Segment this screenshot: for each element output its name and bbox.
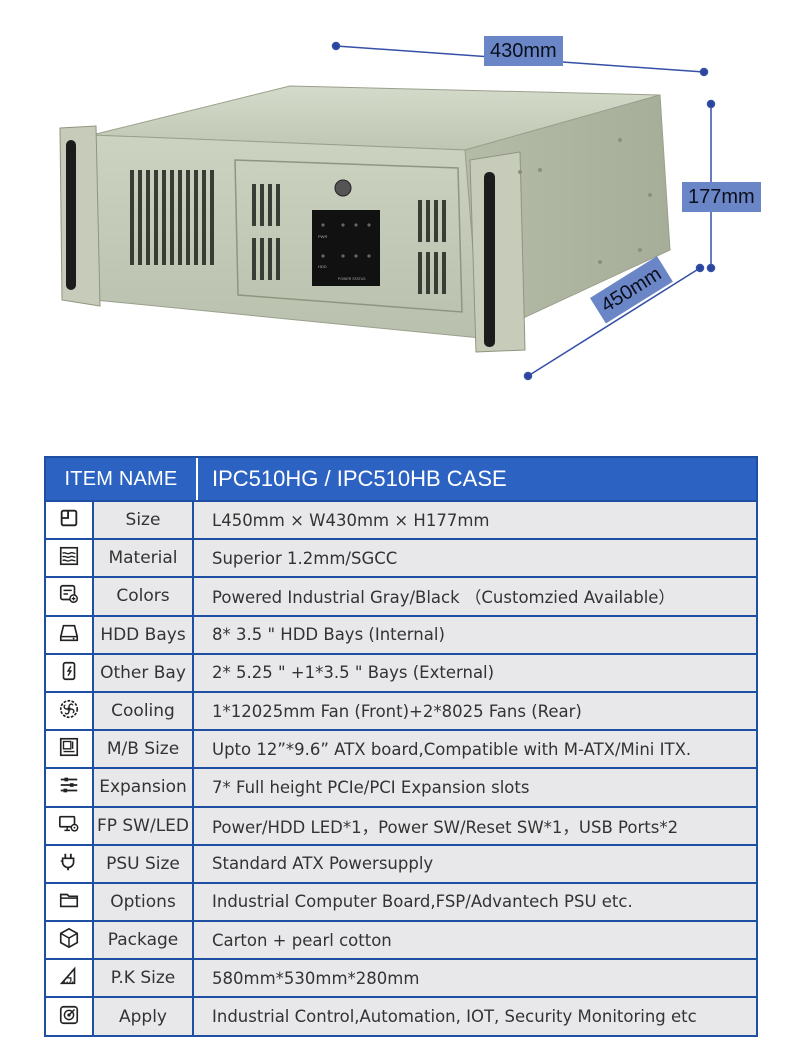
row-item-value: Industrial Computer Board,FSP/Advantech … [194,883,758,923]
row-item-name: Material [94,540,194,579]
sliders-icon [58,774,80,800]
row-item-value: Carton + pearl cotton [194,922,758,961]
key-lock-icon [334,179,352,197]
row-item-name: FP SW/LED [94,807,194,846]
product-image-area: PWR HDD POWER STATUS 430mm 177mm 450mm [0,0,800,420]
status-panel [312,210,380,286]
dimension-height-label: 177mm [682,182,761,212]
row-icon-cell [44,731,94,770]
row-item-name: P.K Size [94,960,194,999]
row-icon-cell [44,616,94,655]
row-item-name: PSU Size [94,845,194,884]
material-icon [58,545,80,571]
row-item-name: Options [94,883,194,923]
chassis-illustration: PWR HDD POWER STATUS [59,41,716,381]
row-item-name: M/B Size [94,731,194,770]
row-item-name: Size [94,502,194,541]
target-icon [58,1004,80,1030]
plug-icon [58,851,80,877]
row-icon-cell [44,998,94,1037]
row-item-name: HDD Bays [94,616,194,655]
door-vent-right [418,200,446,294]
row-item-value: Industrial Control,Automation, IOT, Secu… [194,998,758,1037]
dimension-width-label: 430mm [484,36,563,66]
row-item-name: Cooling [94,692,194,732]
row-item-value: 2* 5.25 " +1*3.5 " Bays (External) [194,654,758,693]
row-icon-cell [44,502,94,541]
door-vent-left [252,184,280,280]
row-item-name: Colors [94,578,194,617]
row-item-value: Upto 12”*9.6” ATX board,Compatible with … [194,731,758,770]
panel-label-pwr: PWR [318,234,327,239]
vent-grille-left [130,170,214,265]
row-item-value: 1*12025mm Fan (Front)+2*8025 Fans (Rear) [194,692,758,732]
row-item-value: Powered Industrial Gray/Black （Customzie… [194,578,758,617]
row-icon-cell [44,578,94,617]
row-item-value: Standard ATX Powersupply [194,845,758,884]
header-item-name: ITEM NAME [46,458,198,500]
package-icon [58,927,80,953]
front-door [234,159,463,313]
row-icon-cell [44,540,94,579]
panel-label-hdd: HDD [318,264,327,269]
row-item-value: 7* Full height PCIe/PCI Expansion slots [194,769,758,808]
palette-icon [58,583,80,609]
row-item-value: L450mm × W430mm × H177mm [194,502,758,541]
row-item-name: Package [94,922,194,961]
row-icon-cell [44,692,94,732]
row-icon-cell [44,654,94,693]
folder-icon [58,889,80,915]
row-item-value: 8* 3.5 " HDD Bays (Internal) [194,616,758,655]
table-header: ITEM NAME IPC510HG / IPC510HB CASE [44,456,758,502]
size-icon [58,507,80,533]
row-item-name: Other Bay [94,654,194,693]
row-icon-cell [44,960,94,999]
row-item-value: Superior 1.2mm/SGCC [194,540,758,579]
row-icon-cell [44,769,94,808]
row-item-value: 580mm*530mm*280mm [194,960,758,999]
row-item-name: Apply [94,998,194,1037]
row-icon-cell [44,922,94,961]
row-item-value: Power/HDD LED*1，Power SW/Reset SW*1，USB … [194,807,758,846]
ruler-triangle-icon [58,965,80,991]
row-item-name: Expansion [94,769,194,808]
motherboard-icon [58,736,80,762]
hdd-icon [58,622,80,648]
row-icon-cell [44,807,94,846]
rack-ear-right [469,151,526,353]
drive-bay-icon [58,660,80,686]
monitor-gear-icon [58,813,80,839]
header-product-name: IPC510HG / IPC510HB CASE [198,458,756,500]
panel-label-power-status: POWER STATUS [338,277,366,281]
row-icon-cell [44,883,94,923]
row-icon-cell [44,845,94,884]
fan-icon [58,698,80,724]
